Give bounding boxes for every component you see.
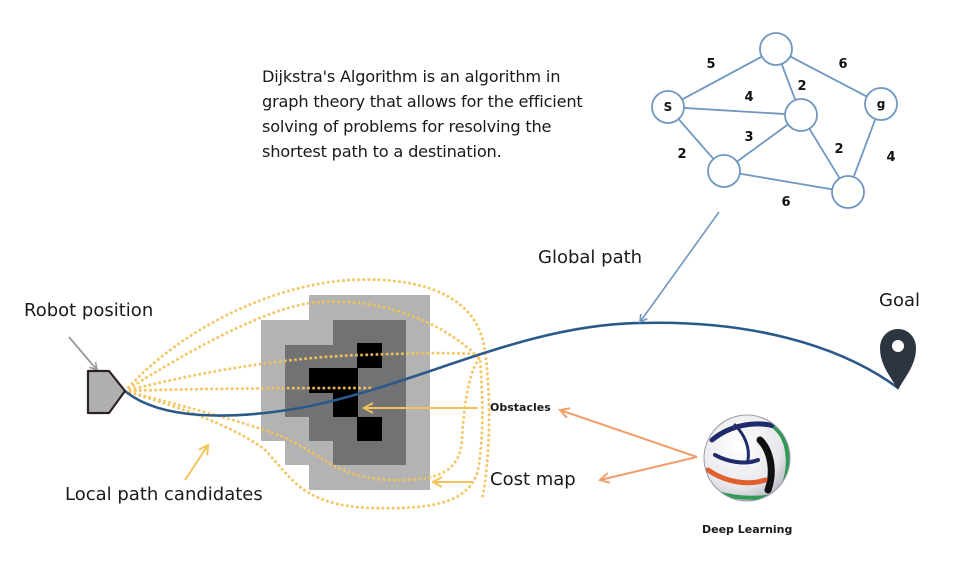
cost-map <box>261 295 430 490</box>
deep-learning-costmap-arrow <box>600 456 698 480</box>
graph-edge <box>677 118 715 160</box>
cost-map-label: Cost map <box>490 469 576 490</box>
description-line: Dijkstra's Algorithm is an algorithm in <box>262 67 561 86</box>
description-line: solving of problems for resolving the <box>262 117 552 136</box>
graph-edge <box>739 172 833 191</box>
graph-node-br <box>831 175 865 209</box>
local-path-candidates-label: Local path candidates <box>65 484 263 505</box>
edge-weight-label: 4 <box>744 90 753 105</box>
graph-node-s <box>651 90 685 124</box>
deep-learning-label: Deep Learning <box>702 523 793 536</box>
local-path-candidate <box>123 300 480 393</box>
graph-node-mid <box>784 98 818 132</box>
description-line: graph theory that allows for the efficie… <box>262 92 583 111</box>
robot-pentagon-icon <box>86 369 127 415</box>
edge-weight-label: 4 <box>886 150 895 165</box>
graph-edge <box>808 128 841 179</box>
edge-weight-label: 6 <box>838 57 847 72</box>
local-path-candidate <box>123 355 482 482</box>
local-path-candidate <box>123 351 484 393</box>
obstacles-label: Obstacles <box>490 401 551 414</box>
robot-position-arrow <box>68 336 99 372</box>
soccer-ball-icon <box>703 414 791 502</box>
local-path-candidates <box>123 278 491 510</box>
deep-learning-obstacles-arrow <box>560 410 698 458</box>
graph-edge <box>852 118 877 178</box>
local-path-candidate <box>123 386 372 393</box>
edge-weight-label: 2 <box>834 142 843 157</box>
graph-edge <box>789 55 868 98</box>
dijkstra-description: Dijkstra's Algorithm is an algorithm in … <box>262 64 632 164</box>
graph-node-label: g <box>877 97 886 111</box>
edge-weight-label: 5 <box>706 57 715 72</box>
local-path-arrow <box>184 445 208 481</box>
map-pin-icon <box>880 329 916 390</box>
robot-position-label: Robot position <box>24 300 154 321</box>
global-path-label: Global path <box>538 247 643 268</box>
graph-edge <box>683 107 786 115</box>
graph-node-label: S <box>664 100 673 114</box>
edge-weight-label: 2 <box>677 147 686 162</box>
edge-weight-label: 2 <box>797 79 806 94</box>
edge-weight-label: 6 <box>781 195 790 210</box>
edge-weight-label: 3 <box>744 130 753 145</box>
local-path-candidate <box>123 278 491 502</box>
graph-edge <box>736 123 789 163</box>
graph-node-bl <box>707 154 741 188</box>
description-line: shortest path to a destination. <box>262 142 502 161</box>
global-path-arrow <box>639 211 720 324</box>
graph-edge <box>681 55 763 101</box>
global-path-line <box>124 321 899 417</box>
obstacle-cell <box>357 417 382 441</box>
graph-edge <box>780 63 797 101</box>
graph-node-g <box>864 87 898 121</box>
graph-node-top <box>759 32 793 66</box>
goal-label: Goal <box>879 290 920 311</box>
